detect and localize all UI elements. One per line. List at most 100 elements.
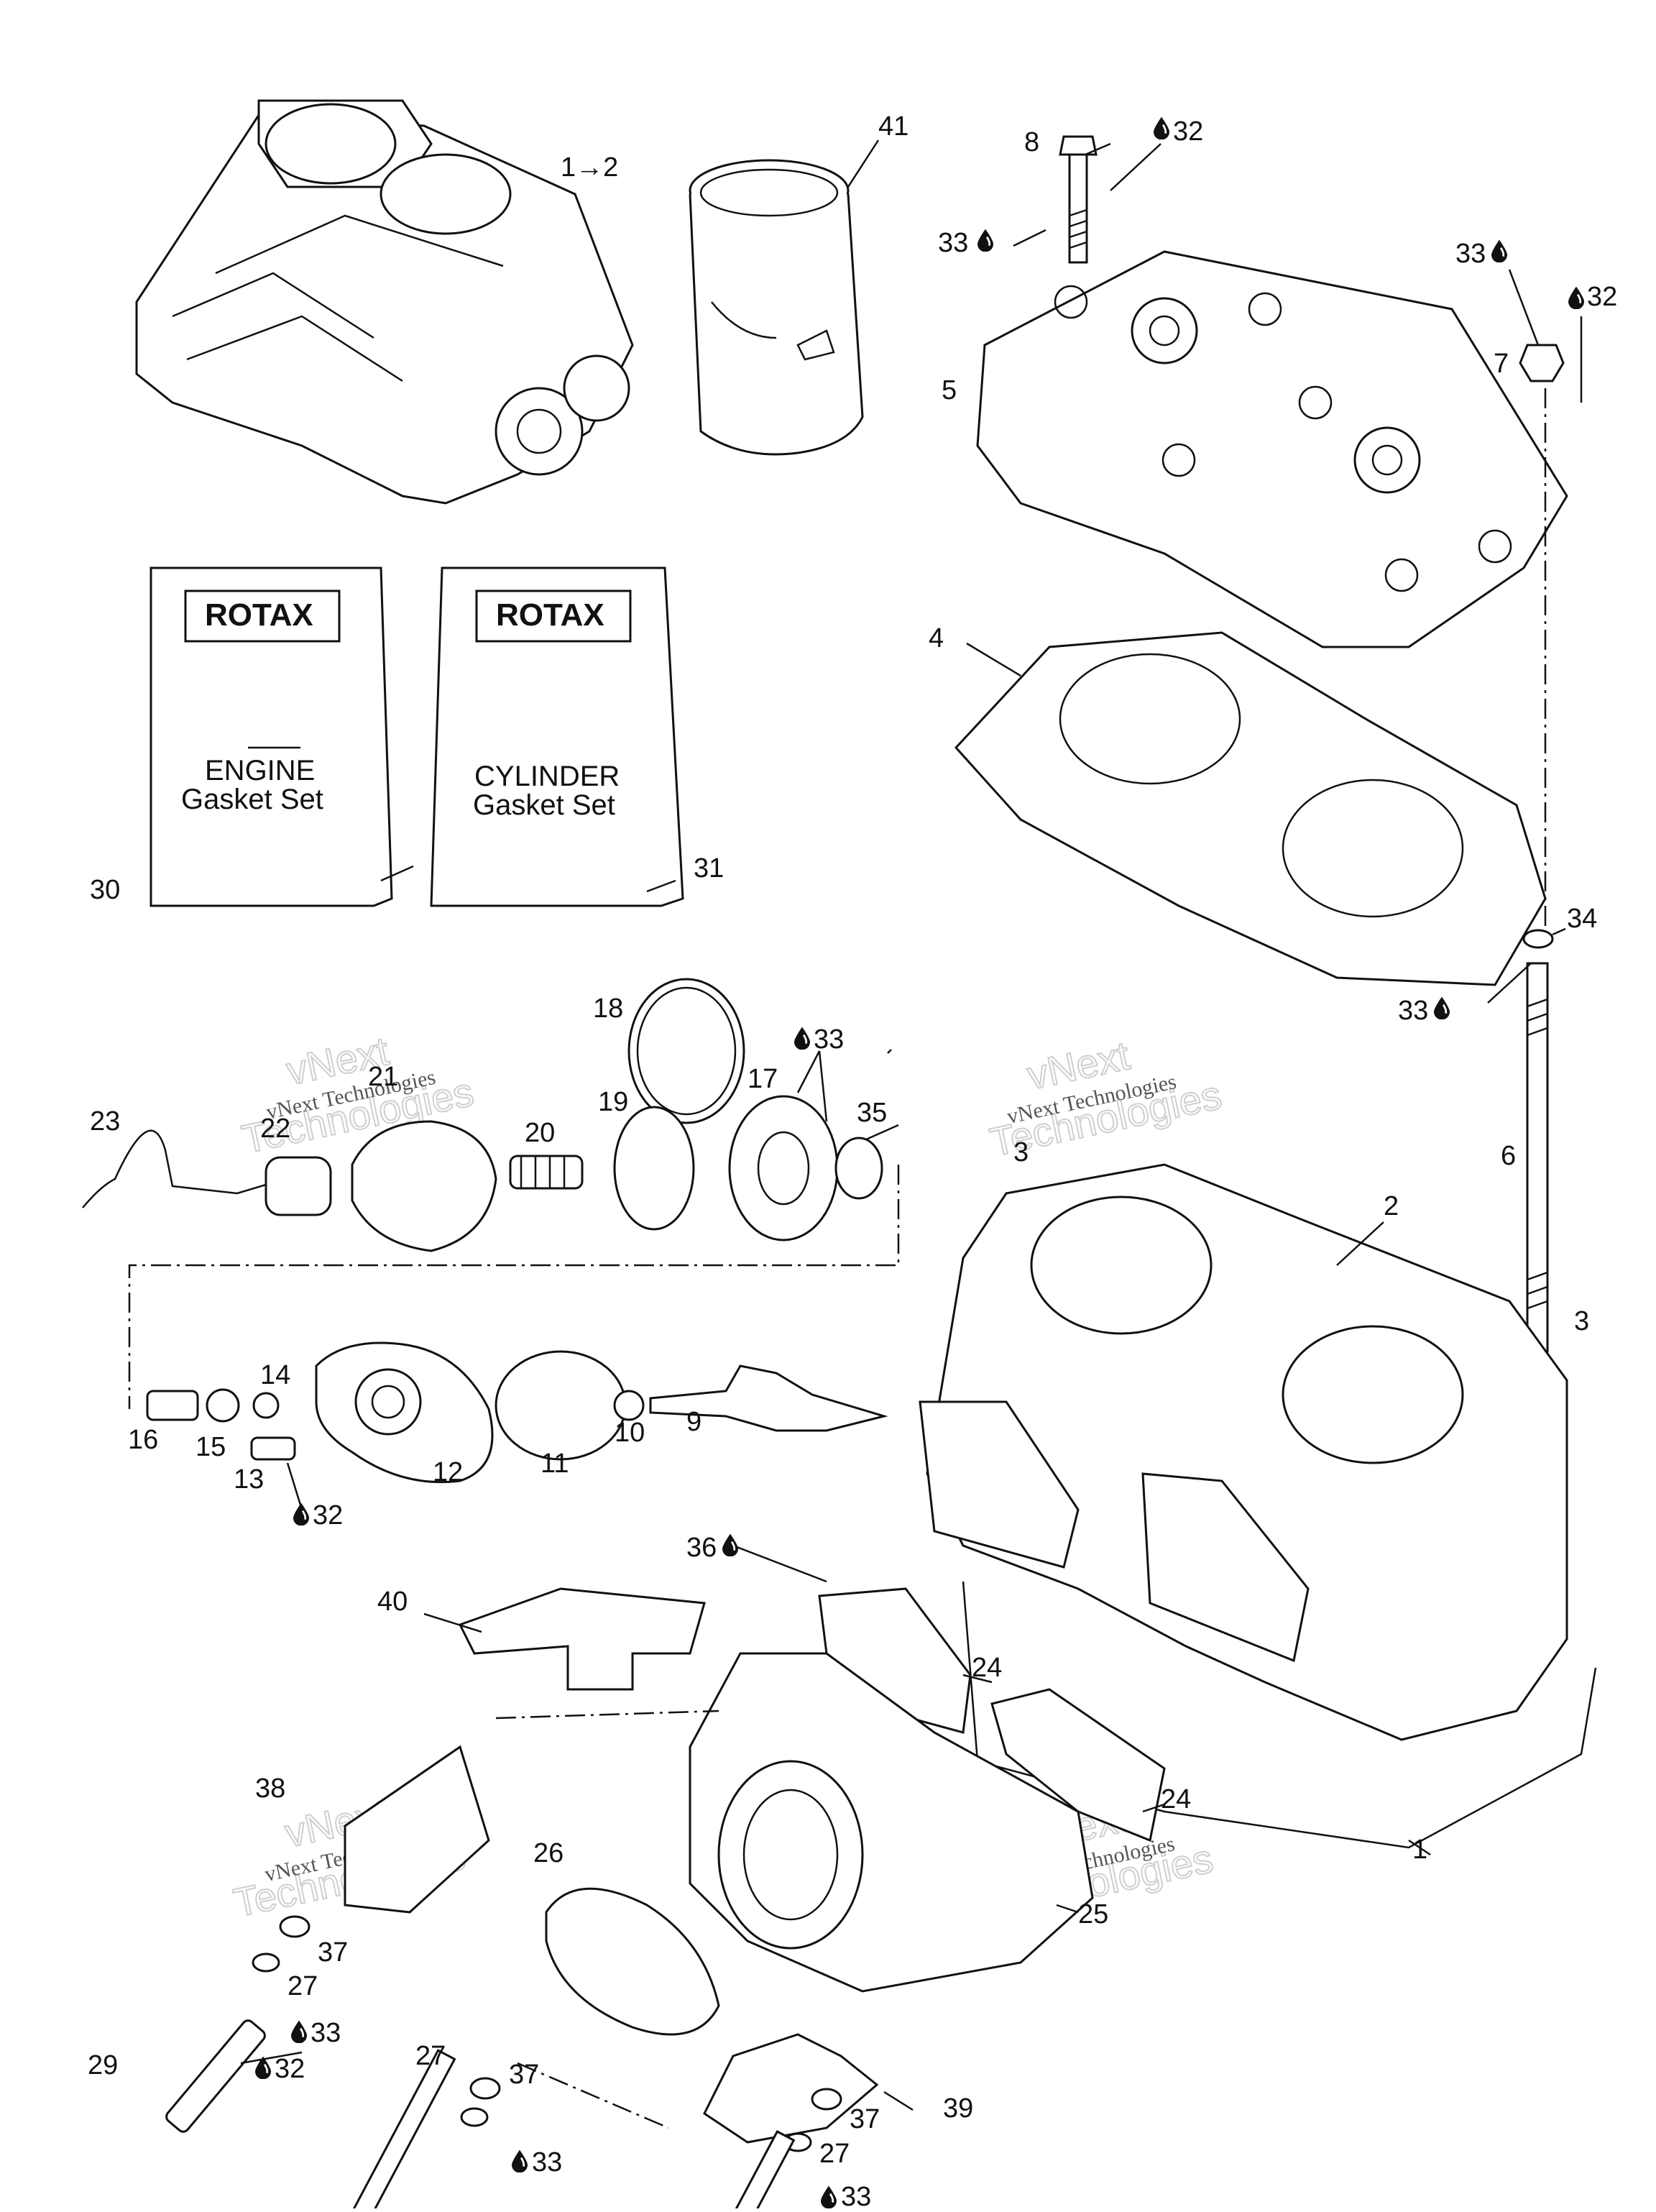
- label-40: 40: [377, 1587, 408, 1617]
- label-15: 15: [196, 1432, 226, 1462]
- valve-cap: [264, 1156, 332, 1216]
- label-22: 22: [260, 1114, 290, 1144]
- label-19: 19: [598, 1087, 628, 1117]
- label-23: 23: [90, 1106, 120, 1137]
- engine-kit-line1: ENGINE: [205, 755, 315, 786]
- label-33b: 33: [1455, 239, 1486, 269]
- label-21: 21: [368, 1062, 398, 1092]
- label-29: 29: [88, 2050, 118, 2080]
- label-32c: 32: [313, 1500, 343, 1530]
- watermark-right-mid: vNext Technologies vNext Technologies: [985, 1032, 1226, 1165]
- nut-27b: [460, 2107, 489, 2127]
- spring-16: [146, 1390, 199, 1421]
- label-9: 9: [686, 1407, 702, 1437]
- engine-kit-line2: Gasket Set: [181, 784, 323, 815]
- heat-shield-40: [458, 1587, 706, 1691]
- engine-block-assembly: [135, 99, 634, 505]
- label-24b: 24: [1161, 1784, 1191, 1814]
- part-labels: 1→2 41 8 32 33 33 32 7 5 4 30 31 34 33 6…: [88, 111, 1617, 2212]
- label-32a: 32: [1173, 116, 1203, 147]
- head-bolt: [1059, 135, 1098, 264]
- bolt-29: [165, 2019, 266, 2133]
- leader-lines: [240, 139, 1583, 2111]
- engine-gasket-kit: ROTAX ENGINE Gasket Set: [150, 566, 393, 907]
- washer-37a: [279, 1915, 310, 1938]
- label-37b: 37: [509, 2060, 539, 2090]
- stud-lower-left: [349, 2049, 456, 2212]
- label-33f: 33: [532, 2147, 562, 2177]
- nut-27a: [252, 1952, 280, 1973]
- label-33e: 33: [310, 2018, 341, 2048]
- label-13: 13: [234, 1464, 264, 1495]
- o-ring-10: [613, 1390, 645, 1421]
- valve-blade: [649, 1364, 888, 1432]
- label-6: 6: [1501, 1141, 1516, 1171]
- label-37a: 37: [318, 1937, 348, 1968]
- spring-clip: [82, 1129, 274, 1208]
- label-27c: 27: [819, 2139, 850, 2169]
- cylinder-kit-line1: CYLINDER: [474, 761, 620, 792]
- label-10: 10: [615, 1418, 645, 1448]
- label-31: 31: [694, 853, 724, 884]
- label-27a: 27: [288, 1971, 318, 2001]
- label-1: 1: [1412, 1835, 1427, 1865]
- label-37c: 37: [850, 2104, 880, 2134]
- label-38: 38: [255, 1773, 285, 1804]
- label-17: 17: [748, 1064, 778, 1094]
- label-36: 36: [686, 1533, 717, 1563]
- washer-37b: [469, 2077, 501, 2100]
- label-32b: 32: [1587, 282, 1617, 312]
- cylinder-kit-brand: ROTAX: [496, 597, 604, 633]
- label-3b: 3: [1574, 1306, 1589, 1336]
- label-18: 18: [593, 993, 623, 1024]
- label-33g: 33: [841, 2182, 871, 2208]
- label-2: 2: [1384, 1191, 1399, 1221]
- label-41: 41: [878, 111, 908, 142]
- bracket-39: [703, 2033, 879, 2144]
- label-11: 11: [540, 1449, 569, 1479]
- valve-bellows: [728, 1095, 839, 1242]
- valve-cover: [351, 1120, 497, 1252]
- washer-14: [252, 1392, 280, 1419]
- label-24a: 24: [972, 1653, 1002, 1683]
- o-ring-35: [834, 1137, 883, 1200]
- exhaust-gasket-24b: [990, 1688, 1166, 1842]
- label-30: 30: [90, 875, 120, 905]
- piston-ring-seal: [627, 978, 745, 1124]
- stud: [1522, 929, 1554, 1353]
- washer-15: [206, 1388, 240, 1423]
- head-nut: [1519, 344, 1565, 382]
- label-32d: 32: [275, 2054, 305, 2084]
- head-gasket: [954, 631, 1547, 986]
- washer-37c: [811, 2088, 842, 2111]
- gasket-11: [494, 1350, 627, 1461]
- label-4: 4: [929, 623, 944, 653]
- assembly-line-2: [517, 2062, 669, 2129]
- label-3a: 3: [1013, 1137, 1029, 1167]
- label-25: 25: [1078, 1899, 1108, 1929]
- label-33c: 33: [1398, 996, 1428, 1026]
- cylinder-sleeve: [689, 159, 864, 456]
- label-14: 14: [260, 1360, 290, 1390]
- label-16: 16: [128, 1425, 158, 1455]
- valve-piston: [613, 1106, 695, 1231]
- cylinder-kit-line2: Gasket Set: [473, 789, 615, 821]
- label-27b: 27: [415, 2041, 446, 2071]
- assembly-line-3: [495, 1710, 719, 1720]
- gasket-26: [545, 1887, 720, 2036]
- label-39: 39: [943, 2093, 973, 2124]
- label-8: 8: [1024, 127, 1039, 157]
- screw-13: [250, 1436, 296, 1461]
- cylinder-gasket-kit: ROTAX CYLINDER Gasket Set: [430, 566, 684, 907]
- stud-lower-right: [728, 2130, 796, 2212]
- label-33d: 33: [814, 1024, 844, 1055]
- label-20: 20: [525, 1118, 555, 1148]
- label-7: 7: [1494, 349, 1509, 379]
- label-33a: 33: [938, 228, 968, 258]
- label-12: 12: [433, 1457, 463, 1487]
- cylinder-head: [976, 250, 1568, 648]
- assembly-line-1: [128, 1165, 900, 1409]
- engine-kit-brand: ROTAX: [205, 597, 313, 633]
